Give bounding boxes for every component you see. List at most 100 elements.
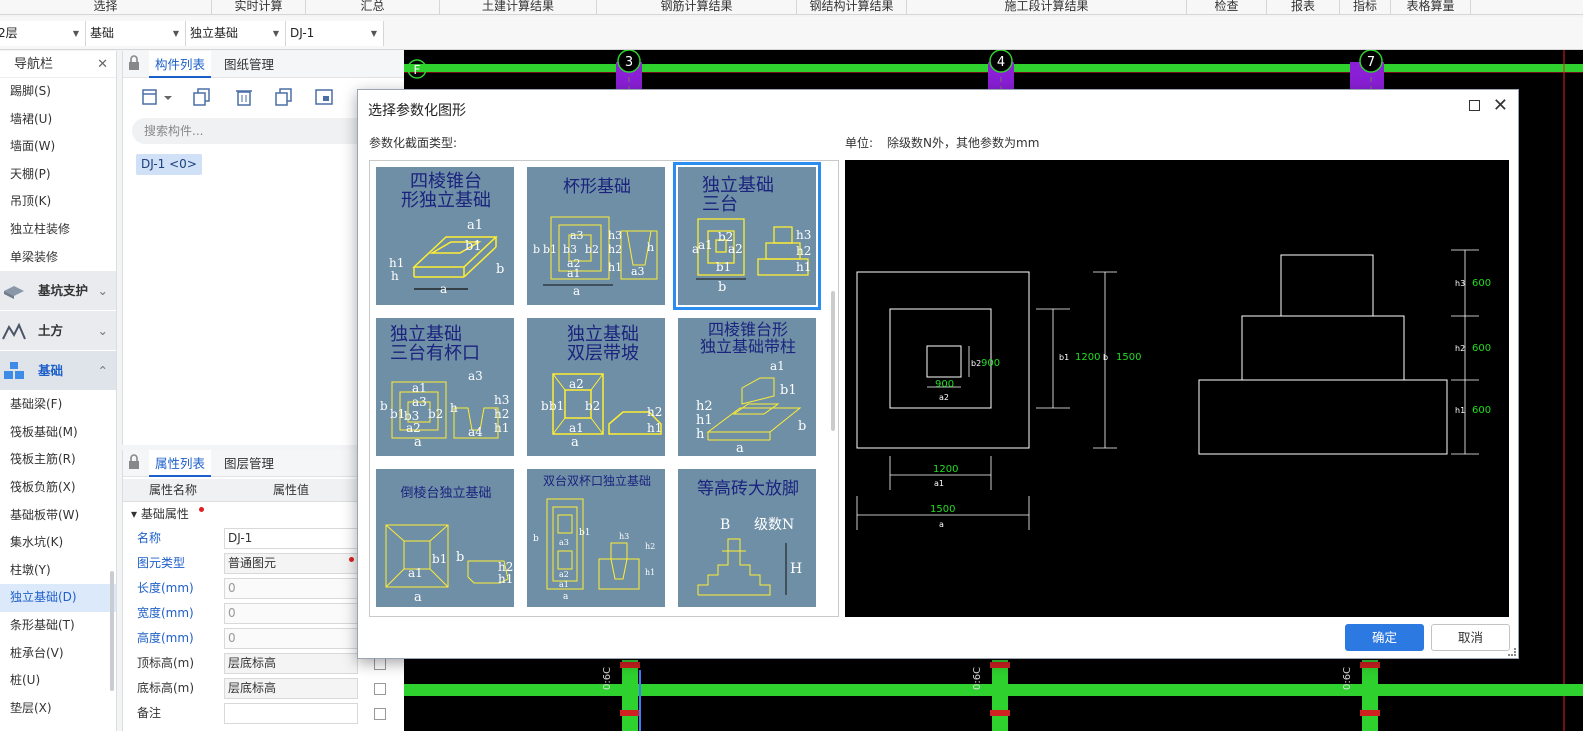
menu-realtime-calc[interactable]: 实时计算 (212, 0, 306, 15)
property-row: 名称 DJ-1 (123, 526, 406, 551)
shape-title-line: 三台 (702, 193, 738, 215)
component-select[interactable]: DJ-1▼ (286, 21, 384, 46)
shape-tile-selected[interactable]: 独立基础三台 a a1 b2 a2 b1 b h3 h2 h1 (673, 162, 821, 310)
nav-item[interactable]: 条形基础(T) (10, 617, 75, 632)
cancel-button[interactable]: 取消 (1431, 624, 1510, 651)
gallery-scrollbar[interactable] (831, 291, 835, 431)
dim-label: 级数N (754, 517, 794, 533)
copy-icon[interactable] (191, 86, 213, 108)
resize-grip-icon[interactable] (1508, 648, 1516, 656)
shape-tile[interactable]: 倒棱台独立基础 b1 b a1 a h2 h1 (375, 468, 515, 608)
menu-rebar-result[interactable]: 钢筋计算结果 (597, 0, 797, 15)
property-value[interactable]: 0 (224, 578, 358, 599)
close-icon[interactable]: ✕ (97, 57, 108, 72)
shape-tile[interactable]: 四棱锥台形独立基础 a a1 b1 h1 h b (375, 166, 515, 306)
delete-icon[interactable] (233, 86, 255, 108)
dim-label: b1 (432, 552, 447, 566)
dim-value: 600 (1472, 343, 1491, 354)
nav-item[interactable]: 天棚(P) (10, 166, 51, 181)
shape-tile[interactable]: 等高砖大放脚 B 级数N H (677, 468, 817, 608)
nav-item[interactable]: 基础梁(F) (10, 397, 63, 412)
type-select[interactable]: 独立基础▼ (186, 21, 286, 46)
dim-label: h3 (619, 532, 629, 541)
tab-layer-manage[interactable]: 图层管理 (224, 456, 275, 471)
property-checkbox[interactable] (374, 658, 386, 670)
nav-scrollbar[interactable] (110, 571, 114, 691)
dim-label: h1 (498, 572, 513, 586)
shape-drawing: a1 h2 h1 h b1 b a (696, 359, 806, 456)
confirm-button[interactable]: 确定 (1345, 624, 1424, 651)
category-select[interactable]: 基础▼ (86, 21, 186, 46)
property-value[interactable]: 0 (224, 628, 358, 649)
lock-icon[interactable] (128, 454, 140, 470)
required-dot (349, 557, 354, 562)
nav-item[interactable]: 独立柱装修 (10, 221, 71, 236)
col-property-name: 属性名称 (149, 483, 198, 497)
dim-label: a2 (569, 377, 584, 391)
shape-tile[interactable]: 杯形基础 a3 b3 b2 b1 b a2 a1 a h3 h2 h1 h (526, 166, 666, 306)
shape-tile[interactable]: 独立基础双层带坡 a2 b b1 b2 a1 a h2 h1 (526, 317, 666, 457)
nav-group-pit-support[interactable]: 基坑支护⌄ (0, 271, 116, 312)
dim-label: a (573, 284, 580, 298)
shape-title-line: 双台双杯口独立基础 (542, 474, 651, 488)
layer-icon[interactable] (313, 86, 335, 108)
nav-group-foundation[interactable]: 基础⌃ (0, 351, 116, 392)
menu-check[interactable]: 检查 (1187, 0, 1267, 15)
shape-title-line: 独立基础 (390, 324, 462, 345)
property-group[interactable]: ▾ 基础属性 (123, 503, 406, 526)
property-name: 顶标高(m) (137, 656, 195, 670)
nav-item[interactable]: 吊顶(K) (10, 194, 52, 209)
tab-property-list[interactable]: 属性列表 (149, 450, 212, 477)
duplicate-icon[interactable] (273, 86, 295, 108)
preview-drawing: 900 a2 b2 900 b1 1200 b 1500 1200 a1 (856, 249, 1491, 530)
menu-summary[interactable]: 汇总 (306, 0, 440, 15)
property-value[interactable]: 普通图元 (224, 553, 358, 574)
menu-steel-result[interactable]: 钢结构计算结果 (797, 0, 907, 15)
menu-indicator[interactable]: 指标 (1340, 0, 1391, 15)
dim-label: h3 (494, 393, 509, 407)
floor-select[interactable]: 第2层▼ (0, 21, 86, 46)
tab-drawing-manage[interactable]: 图纸管理 (224, 57, 275, 72)
nav-item[interactable]: 基础板带(W) (10, 507, 80, 522)
nav-item-selected[interactable]: 独立基础(D) (0, 584, 116, 612)
lock-icon[interactable] (128, 55, 140, 71)
property-checkbox[interactable] (374, 683, 386, 695)
new-component-icon[interactable] (139, 86, 161, 108)
dim-label: h1 (1455, 406, 1465, 415)
nav-item[interactable]: 墙裙(U) (10, 111, 53, 126)
property-value[interactable] (224, 703, 358, 724)
property-name: 名称 (137, 531, 162, 545)
close-icon[interactable]: ✕ (1492, 95, 1508, 116)
nav-item[interactable]: 踢脚(S) (10, 84, 51, 98)
nav-item[interactable]: 桩(U) (10, 673, 41, 688)
menu-report[interactable]: 报表 (1267, 0, 1340, 15)
nav-group-earthwork[interactable]: 土方⌄ (0, 311, 116, 352)
property-value[interactable]: 层底标高 (224, 653, 358, 674)
nav-item[interactable]: 单梁装修 (10, 249, 59, 264)
property-value[interactable]: DJ-1 (224, 528, 358, 549)
shape-tile[interactable]: 独立基础三台有杯口 a1 a3 b b1 b3 b2 a2 a a3 h h3 … (375, 317, 515, 457)
maximize-icon[interactable] (1469, 100, 1480, 111)
property-checkbox[interactable] (374, 708, 386, 720)
shape-tile[interactable]: 四棱锥台形独立基础带柱 a1 h2 h1 h b1 b a (677, 317, 817, 457)
dim-label: b1 (716, 260, 731, 274)
menu-select[interactable]: 选择 (0, 0, 212, 15)
menu-table-calc[interactable]: 表格算量 (1391, 0, 1471, 15)
shape-tile[interactable]: 双台双杯口独立基础 b b1 a3 a2 a1 a h3 h2 h1 (526, 468, 666, 608)
property-value[interactable]: 层底标高 (224, 678, 358, 699)
dim-label: h2 (645, 542, 655, 551)
property-value[interactable]: 0 (224, 603, 358, 624)
menu-civil-result[interactable]: 土建计算结果 (440, 0, 597, 15)
menu-section-result[interactable]: 施工段计算结果 (907, 0, 1187, 15)
nav-item[interactable]: 筏板主筋(R) (10, 452, 76, 467)
nav-item[interactable]: 筏板基础(M) (10, 424, 78, 439)
nav-item[interactable]: 筏板负筋(X) (10, 479, 76, 494)
nav-item[interactable]: 墙面(W) (10, 139, 56, 154)
nav-item[interactable]: 集水坑(K) (10, 535, 64, 550)
nav-item[interactable]: 垫层(X) (10, 700, 52, 715)
chevron-down-icon[interactable] (162, 86, 174, 108)
nav-item[interactable]: 桩承台(V) (10, 645, 64, 660)
tab-component-list[interactable]: 构件列表 (149, 51, 212, 78)
component-item[interactable]: DJ-1 <0> (136, 154, 202, 175)
nav-item[interactable]: 柱墩(Y) (10, 562, 51, 577)
